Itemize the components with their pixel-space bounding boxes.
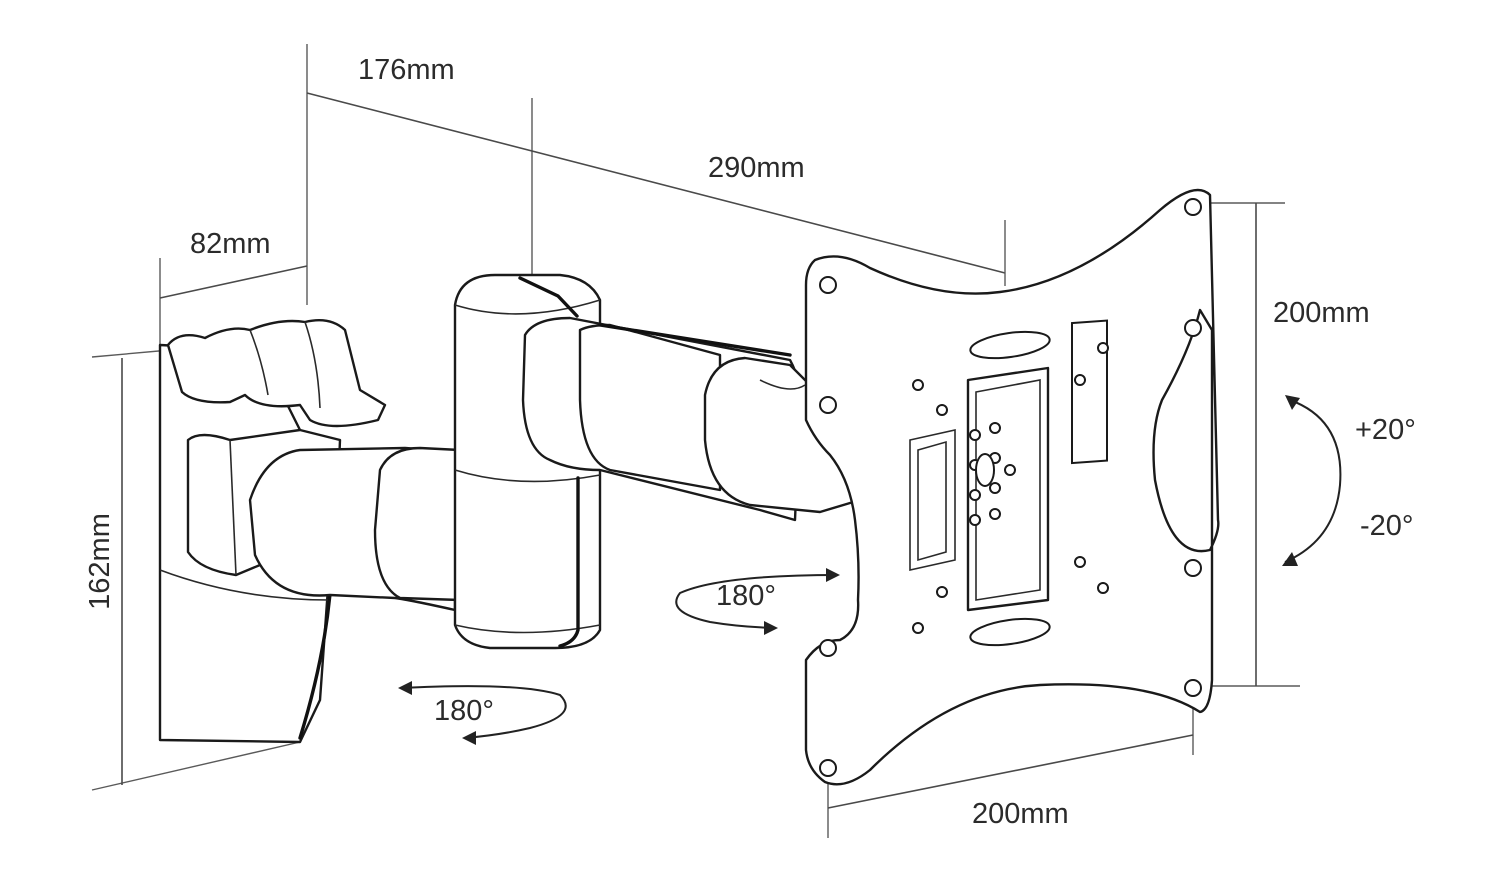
plate-holes xyxy=(819,198,1202,777)
tilt-knob xyxy=(969,422,1016,526)
first-arm xyxy=(248,446,462,612)
tilt-up-label: +20° xyxy=(1355,414,1416,446)
plate-swivel-label: 180° xyxy=(716,580,776,612)
rotation-arrows xyxy=(398,395,1342,745)
dimension-label-162mm: 162mm xyxy=(83,513,116,610)
bottom-oval-slot xyxy=(969,617,1051,647)
plate-slot xyxy=(1071,319,1108,465)
dimension-label-plate-height: 200mm xyxy=(1273,297,1370,329)
dimension-lines xyxy=(91,44,1300,838)
top-oval-slot xyxy=(969,330,1051,360)
second-arm xyxy=(521,316,865,522)
dimension-label-176mm: 176mm xyxy=(358,54,455,86)
tilt-down-label: -20° xyxy=(1360,510,1414,542)
dimension-label-290mm: 290mm xyxy=(708,152,805,184)
dimension-label-plate-width: 200mm xyxy=(972,798,1069,830)
mounting-plate xyxy=(804,188,1220,786)
dimension-label-82mm: 82mm xyxy=(190,228,271,260)
wall-swivel-label: 180° xyxy=(434,695,494,727)
